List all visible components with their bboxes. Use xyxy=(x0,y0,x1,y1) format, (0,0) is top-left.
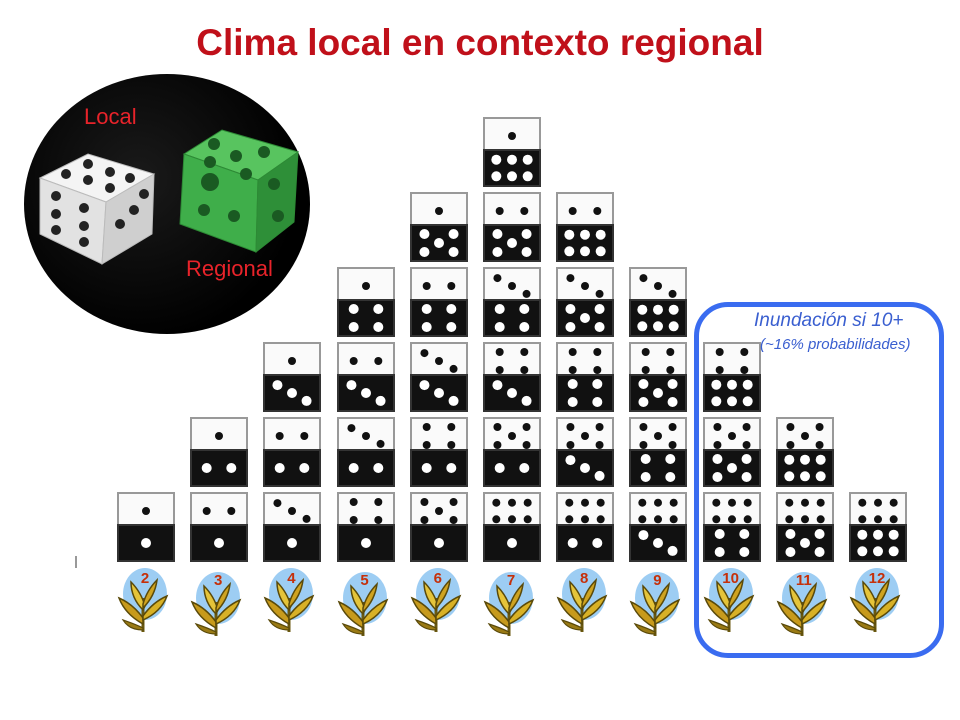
regional-die-bottom xyxy=(556,524,615,562)
regional-die-bottom xyxy=(702,449,761,487)
sum-label: 11 xyxy=(795,572,812,589)
regional-die-bottom xyxy=(556,449,615,487)
regional-die-bottom xyxy=(629,449,688,487)
regional-die-bottom xyxy=(483,224,541,262)
regional-die-bottom xyxy=(629,299,688,337)
local-die-top xyxy=(556,267,615,305)
local-die-top xyxy=(409,192,468,230)
local-die-top xyxy=(336,342,395,380)
corn-plant-icon xyxy=(776,572,828,636)
local-die-top xyxy=(556,492,615,530)
local-die-top xyxy=(483,417,541,455)
corn-plant-icon xyxy=(337,572,388,636)
local-die-top xyxy=(190,492,249,530)
corn-plant-icon xyxy=(410,568,462,632)
local-die-top xyxy=(483,342,541,380)
regional-die-bottom xyxy=(263,524,322,562)
local-die-top xyxy=(775,417,834,455)
regional-die-bottom xyxy=(409,299,468,337)
regional-die-bottom xyxy=(483,524,541,562)
corn-plant-icon xyxy=(556,568,608,632)
local-die-top xyxy=(336,417,395,455)
regional-die-bottom xyxy=(409,449,468,487)
local-die-top xyxy=(483,492,541,530)
local-die-top xyxy=(556,342,615,380)
regional-die-bottom xyxy=(483,374,541,412)
regional-die-bottom xyxy=(556,224,615,262)
sum-label: 6 xyxy=(433,570,442,587)
sum-label: 5 xyxy=(360,572,369,589)
local-die-top xyxy=(629,267,688,305)
regional-die-bottom xyxy=(190,449,249,487)
regional-die-bottom xyxy=(263,374,322,412)
local-die-top xyxy=(263,417,322,455)
local-die-top xyxy=(190,417,249,455)
regional-die-bottom xyxy=(263,449,322,487)
local-die-top xyxy=(336,267,395,305)
white-die-icon xyxy=(38,153,156,265)
corn-plant-icon xyxy=(483,572,535,636)
regional-die-bottom xyxy=(483,299,541,337)
regional-label: Regional xyxy=(186,256,273,281)
regional-die-bottom xyxy=(117,524,175,562)
corn-plant-icon xyxy=(264,568,315,632)
page-title: Clima local en contexto regional xyxy=(196,22,764,63)
divider xyxy=(75,556,77,568)
local-die-top xyxy=(483,192,541,230)
regional-die-bottom xyxy=(336,524,395,562)
local-label: Local xyxy=(84,104,137,129)
local-die-top xyxy=(702,342,761,380)
flood-note-title: Inundación si 10+ xyxy=(754,310,904,331)
regional-die-bottom xyxy=(336,449,395,487)
corn-plant-icon xyxy=(849,568,901,632)
regional-die-bottom xyxy=(629,374,688,412)
regional-die-bottom xyxy=(702,374,761,412)
flood-note-probability: (~16% probabilidades) xyxy=(760,336,911,353)
sum-label: 4 xyxy=(287,570,296,587)
regional-die-bottom xyxy=(775,524,834,562)
sum-label: 3 xyxy=(214,572,223,589)
sum-label: 2 xyxy=(140,570,150,587)
sum-label: 8 xyxy=(580,570,589,587)
local-die-top xyxy=(849,492,907,530)
regional-die-bottom xyxy=(483,149,541,187)
regional-die-bottom xyxy=(556,374,615,412)
sum-label: 9 xyxy=(653,572,662,589)
local-die-top xyxy=(556,192,615,230)
local-die-top xyxy=(263,342,322,380)
regional-die-bottom xyxy=(849,524,907,562)
regional-die-bottom xyxy=(190,524,249,562)
dice-inset xyxy=(24,74,310,334)
local-die-top xyxy=(409,267,468,305)
regional-die-bottom xyxy=(702,524,761,562)
regional-die-bottom xyxy=(409,524,468,562)
regional-die-bottom xyxy=(556,299,615,337)
sum-label: 7 xyxy=(506,572,516,589)
corn-plant-icon xyxy=(630,572,681,636)
corn-plant-icon xyxy=(117,568,169,632)
regional-die-bottom xyxy=(336,299,395,337)
local-die-top xyxy=(775,492,834,530)
sum-label: 10 xyxy=(722,570,739,587)
green-die-icon xyxy=(179,129,300,254)
regional-die-bottom xyxy=(483,449,541,487)
regional-die-bottom xyxy=(336,374,395,412)
regional-die-bottom xyxy=(775,449,834,487)
local-die-top xyxy=(702,492,761,530)
regional-die-bottom xyxy=(409,224,468,262)
flood-threshold-highlight xyxy=(694,302,944,658)
local-die-top xyxy=(702,417,761,455)
local-die-top xyxy=(336,492,395,530)
corn-plant-icon xyxy=(190,572,242,636)
sum-label: 12 xyxy=(868,570,886,587)
regional-die-bottom xyxy=(629,524,688,562)
regional-die-bottom xyxy=(409,374,468,412)
